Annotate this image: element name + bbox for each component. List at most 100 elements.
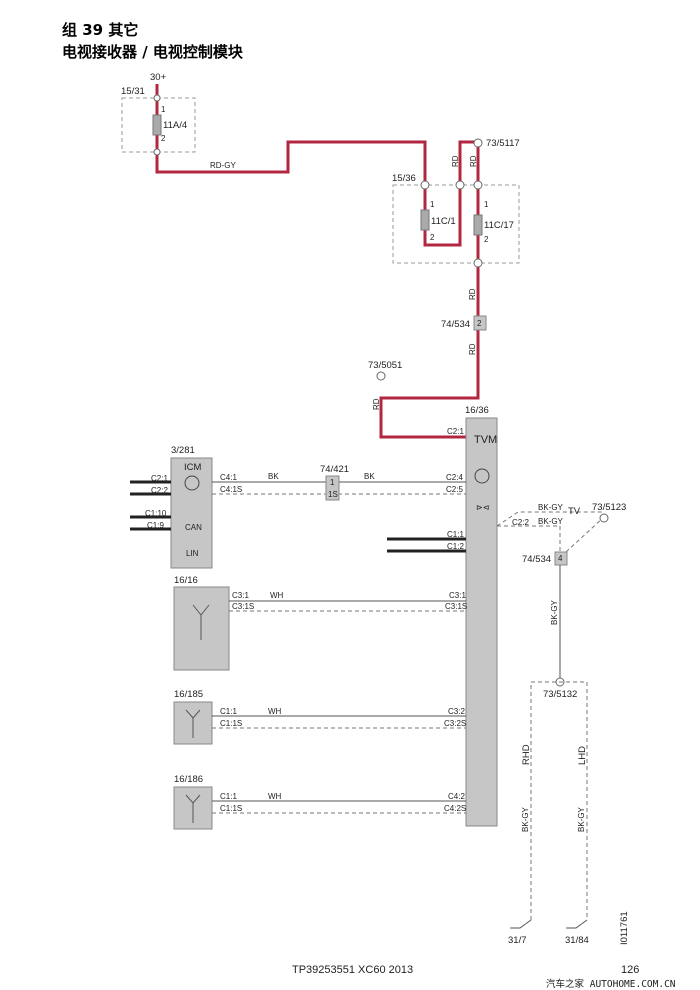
splice-label: 73/5051 [368, 360, 402, 371]
pin-label: C4:1S [220, 485, 242, 494]
pin-label: C2:2 [151, 486, 168, 495]
pin-label: C1:1 [220, 707, 237, 716]
module-name: ICM [184, 462, 202, 473]
pin-label: 2 [161, 134, 166, 143]
pin-label: C3:1S [232, 602, 254, 611]
module-id: 3/281 [171, 445, 195, 456]
wire-label: BK-GY [577, 806, 586, 832]
antenna-16-16: 16/16 C3:1 C3:1S WH C3:1 C3:1S [173, 575, 467, 671]
pin-label: C2:1 [447, 427, 464, 436]
fuse-11c1 [420, 209, 430, 231]
pin-label: 4 [558, 554, 563, 563]
transistor-icon [474, 468, 490, 484]
wire-label: BK-GY [521, 806, 530, 832]
pin-label: C3:1 [449, 591, 466, 600]
fuse-label: 11C/1 [431, 216, 456, 227]
wire-label: RD [469, 155, 478, 167]
antenna-icon [185, 794, 201, 823]
red-wire [155, 84, 480, 439]
fuse-label: 11C/17 [484, 220, 514, 231]
pin-label: 2 [484, 235, 489, 244]
ground-icon [566, 919, 588, 929]
module-id: 16/185 [174, 689, 203, 700]
splice-icon [599, 513, 609, 523]
module-id: 16/36 [465, 405, 489, 416]
ground-label: 31/84 [565, 935, 589, 946]
pin-label: 1 [330, 478, 335, 487]
pin-label: 1 [484, 200, 489, 209]
antenna-icon [192, 604, 210, 640]
module-id: 16/16 [174, 575, 198, 586]
watermark: 汽车之家 AUTOHOME.COM.CN [546, 978, 676, 990]
pin-label: C4:2S [444, 804, 466, 813]
pin-label: C1:1S [220, 804, 242, 813]
wire-label: WH [268, 707, 282, 716]
pin-label: C3:1S [445, 602, 467, 611]
rhd-label: RHD [521, 744, 532, 765]
splice-label: 73/5132 [543, 689, 577, 700]
pin-label: C1:1 [447, 530, 464, 539]
pin-label: C3:2S [444, 719, 466, 728]
wire-label: RD-GY [210, 161, 236, 170]
supply-label: 30+ [150, 72, 167, 83]
module-name: TVM [474, 434, 497, 446]
pin-label: 2 [430, 233, 435, 242]
splice-icon [376, 371, 386, 381]
pin-label: C4:2 [448, 792, 465, 801]
pin-label: C2:5 [446, 485, 463, 494]
fusebox-label: 15/31 [121, 86, 145, 97]
wire-label: RD [468, 288, 477, 300]
pin-label: C2:2 [512, 518, 529, 527]
page-number: 126 [621, 964, 639, 976]
pin-label: C3:2 [448, 707, 465, 716]
wire-label: RD [372, 398, 381, 410]
pin-label: 1 [161, 105, 166, 114]
antenna-16-185: 16/185 C1:1 C1:1S WH C3:2 C3:2S [173, 689, 466, 745]
splice-label: 73/5123 [592, 502, 626, 513]
connector-label: 74/421 [320, 464, 349, 475]
pin-label: C1:1 [220, 792, 237, 801]
pin-label: 1S [328, 490, 338, 499]
fuse-label: 11A/4 [163, 120, 187, 131]
pin-label: C1:2 [447, 542, 464, 551]
pin-label: C1:10 [145, 509, 167, 518]
pin-label: C3:1 [232, 591, 249, 600]
splice-icon [473, 138, 483, 148]
connector-74-534 [473, 315, 487, 331]
ground-icon [510, 919, 532, 929]
fuse-11c17 [473, 214, 483, 236]
pin-label: 2 [477, 319, 482, 328]
wire-label: RD [468, 343, 477, 355]
group-title: 组 39 其它 [62, 21, 139, 39]
figure-id: I011761 [619, 911, 630, 945]
wire-label: BK-GY [538, 503, 564, 512]
connector-label: 74/534 [441, 319, 470, 330]
pin-label: C2:4 [446, 473, 463, 482]
fusebox-label: 15/36 [392, 173, 416, 184]
tvm-module [465, 417, 498, 827]
page-title: 电视接收器 / 电视控制模块 [62, 43, 243, 61]
fuse-11a4 [152, 114, 162, 136]
tv-label: TV [568, 506, 581, 517]
diode-icon: ⊳⊲ [476, 503, 489, 512]
document-number: TP39253551 XC60 2013 [292, 964, 413, 976]
wire-label: BK-GY [538, 517, 564, 526]
pin-label: 1 [430, 200, 435, 209]
transistor-icon [184, 475, 200, 491]
antenna-icon [185, 709, 201, 738]
wire-label: BK [364, 472, 375, 481]
connector-label: 74/534 [522, 554, 551, 565]
module-id: 16/186 [174, 774, 203, 785]
lhd-label: LHD [577, 746, 588, 765]
antenna-16-186: 16/186 C1:1 C1:1S WH C4:2 C4:2S [173, 774, 466, 830]
connector-74-534-tv [554, 551, 568, 566]
pin-label: C1:9 [147, 521, 164, 530]
wire-label: WH [270, 591, 284, 600]
wire-label: RD [451, 155, 460, 167]
connector-74-421 [325, 475, 340, 501]
wire-label: WH [268, 792, 282, 801]
wire-label: BK-GY [550, 599, 559, 625]
pin-label: C4:1 [220, 473, 237, 482]
lin-label: LIN [186, 549, 199, 558]
